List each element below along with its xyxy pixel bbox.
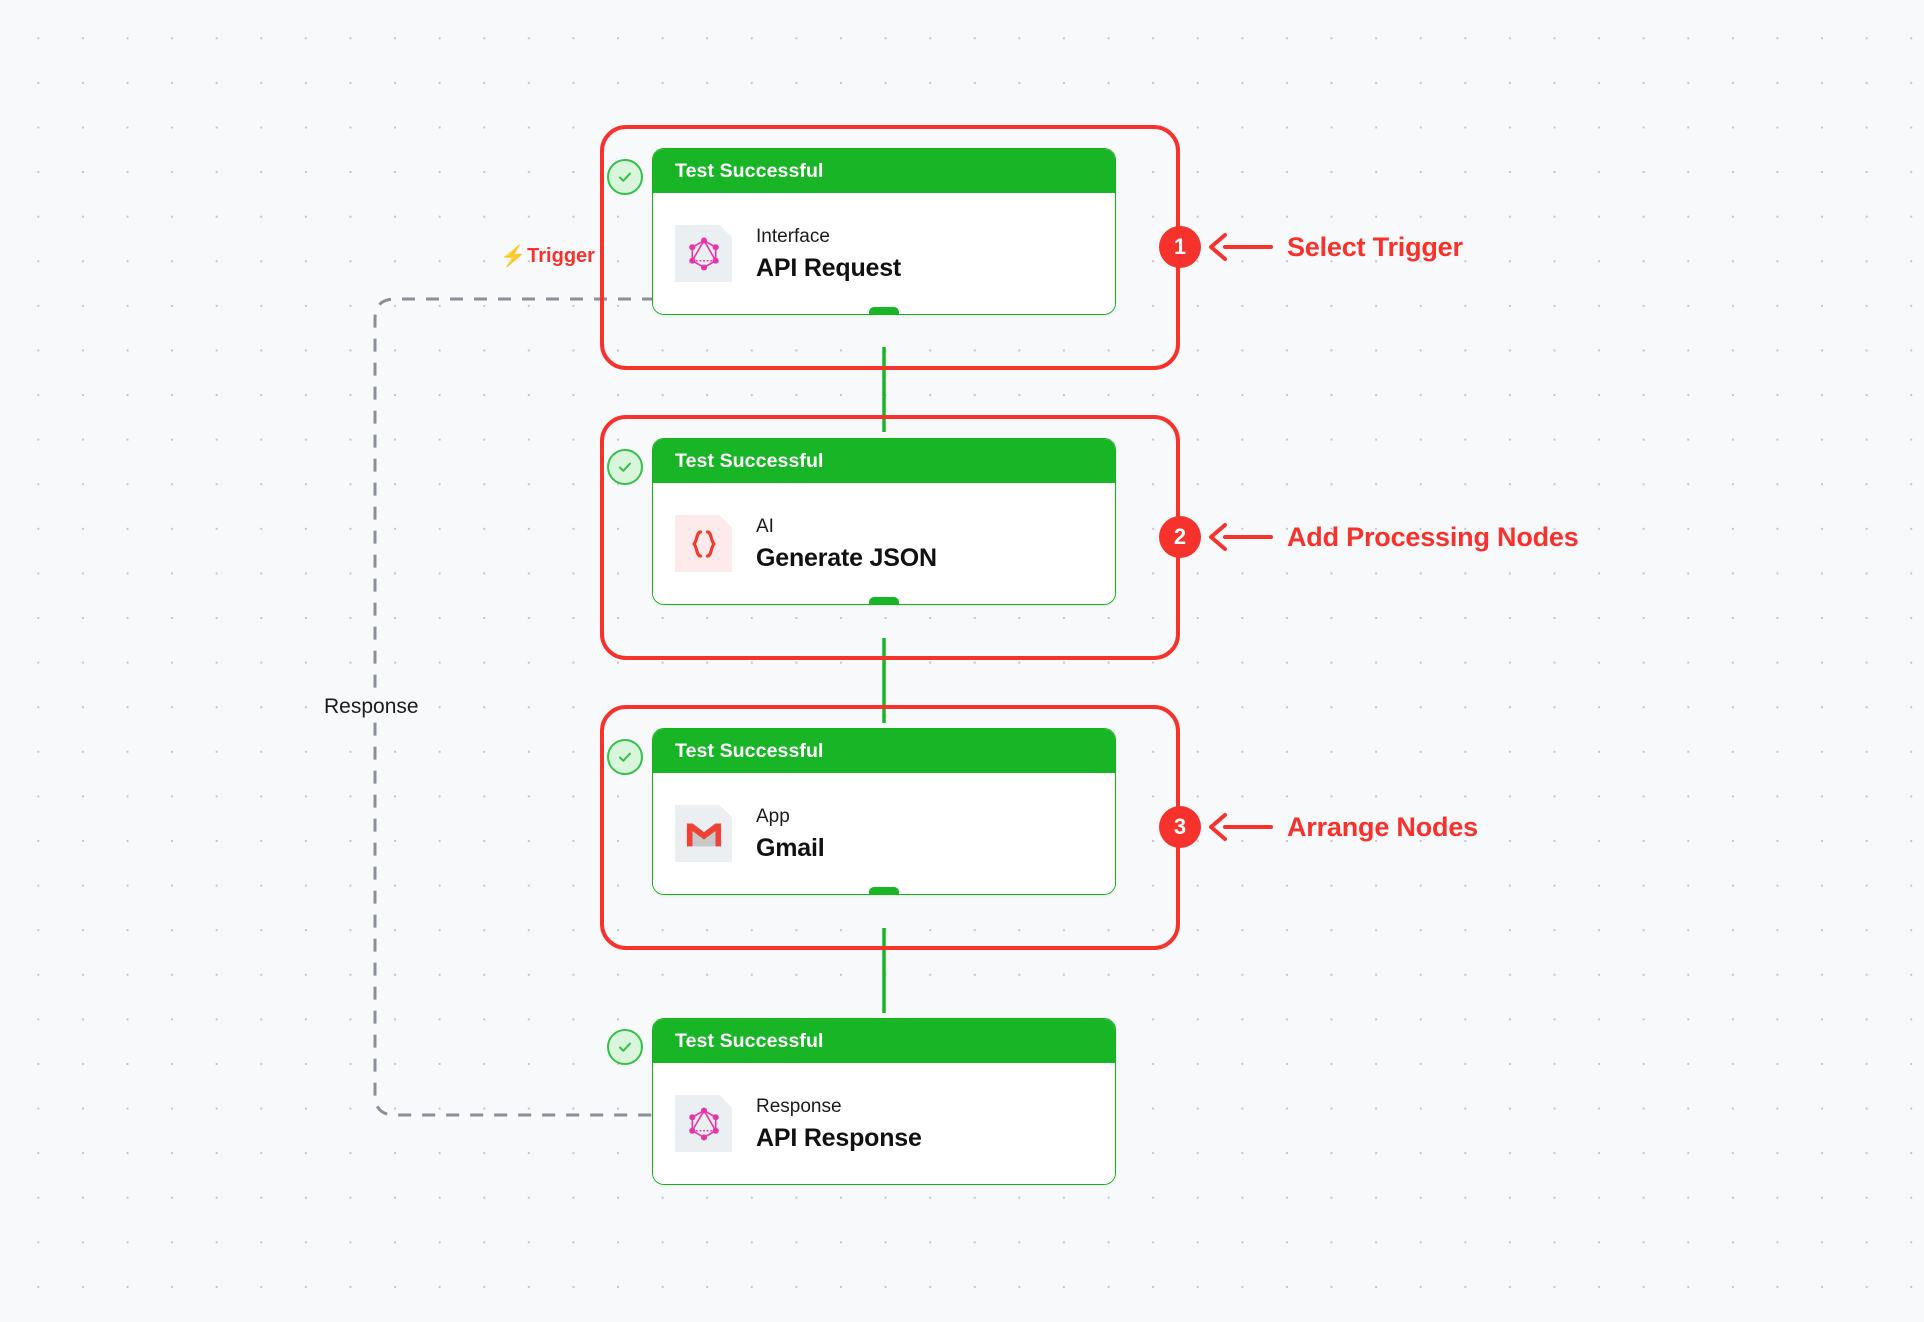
status-check-node-2: [607, 449, 643, 485]
node-kind-label: Interface: [756, 226, 830, 248]
node-title-label: Generate JSON: [756, 543, 937, 572]
node-generate-json[interactable]: Test Successful AI Generate JSON: [652, 438, 1116, 605]
node-status-header: Test Successful: [653, 729, 1115, 773]
node-status-header: Test Successful: [653, 439, 1115, 483]
annotation-label-2: Add Processing Nodes: [1287, 521, 1579, 552]
node-status-label: Test Successful: [675, 159, 824, 182]
lightning-bolt-icon: ⚡: [500, 245, 527, 268]
graphql-icon: [675, 225, 732, 282]
annotation-arrange-nodes: 3 Arrange Nodes: [1159, 805, 1478, 849]
annotation-label-1: Select Trigger: [1287, 231, 1463, 262]
node-input-handle[interactable]: [869, 439, 899, 446]
node-status-header: Test Successful: [653, 149, 1115, 193]
node-input-handle[interactable]: [869, 729, 899, 736]
annotation-label-3: Arrange Nodes: [1287, 811, 1478, 842]
arrow-left-icon: [1209, 522, 1273, 552]
node-body[interactable]: Interface API Request: [653, 193, 1115, 314]
annotation-add-processing-nodes: 2 Add Processing Nodes: [1159, 515, 1579, 559]
node-status-header: Test Successful: [653, 1019, 1115, 1063]
node-status-label: Test Successful: [675, 739, 824, 762]
check-icon: [619, 752, 631, 762]
node-output-handle[interactable]: [869, 887, 899, 894]
status-check-node-3: [607, 739, 643, 775]
arrow-left-icon: [1209, 232, 1273, 262]
node-output-handle[interactable]: [869, 307, 899, 314]
check-icon: [619, 462, 631, 472]
node-title-label: API Response: [756, 1123, 922, 1152]
node-output-handle[interactable]: [869, 597, 899, 604]
annotation-badge-1: 1: [1159, 226, 1201, 268]
node-api-request[interactable]: Test Successful: [652, 148, 1116, 315]
edge-label-trigger: ⚡ Trigger: [500, 245, 595, 268]
annotation-badge-2: 2: [1159, 516, 1201, 558]
node-api-response[interactable]: Test Successful: [652, 1018, 1116, 1185]
edge-label-response-text: Response: [324, 695, 419, 718]
node-body[interactable]: AI Generate JSON: [653, 483, 1115, 604]
annotation-select-trigger: 1 Select Trigger: [1159, 225, 1463, 269]
graphql-icon: [675, 1095, 732, 1152]
node-body[interactable]: App Gmail: [653, 773, 1115, 894]
annotation-badge-3: 3: [1159, 806, 1201, 848]
node-body[interactable]: Response API Response: [653, 1063, 1115, 1184]
curly-braces-icon: [675, 515, 732, 572]
node-kind-label: AI: [756, 516, 774, 538]
edge-label-response: Response: [318, 693, 425, 721]
node-title-label: Gmail: [756, 833, 825, 862]
check-icon: [619, 172, 631, 182]
node-kind-label: Response: [756, 1096, 842, 1118]
node-input-handle[interactable]: [869, 1019, 899, 1026]
node-kind-label: App: [756, 806, 790, 828]
gmail-icon: [675, 805, 732, 862]
node-text: Response API Response: [756, 1094, 922, 1153]
node-status-label: Test Successful: [675, 1029, 824, 1052]
check-icon: [619, 1042, 631, 1052]
edge-label-trigger-text: Trigger: [527, 245, 595, 267]
node-text: Interface API Request: [756, 224, 901, 283]
status-check-node-1: [607, 159, 643, 195]
node-text: AI Generate JSON: [756, 514, 937, 573]
node-title-label: API Request: [756, 253, 902, 282]
arrow-left-icon: [1209, 812, 1273, 842]
node-text: App Gmail: [756, 804, 825, 863]
status-check-node-4: [607, 1029, 643, 1065]
node-status-label: Test Successful: [675, 449, 824, 472]
node-gmail[interactable]: Test Successful App Gmail: [652, 728, 1116, 895]
